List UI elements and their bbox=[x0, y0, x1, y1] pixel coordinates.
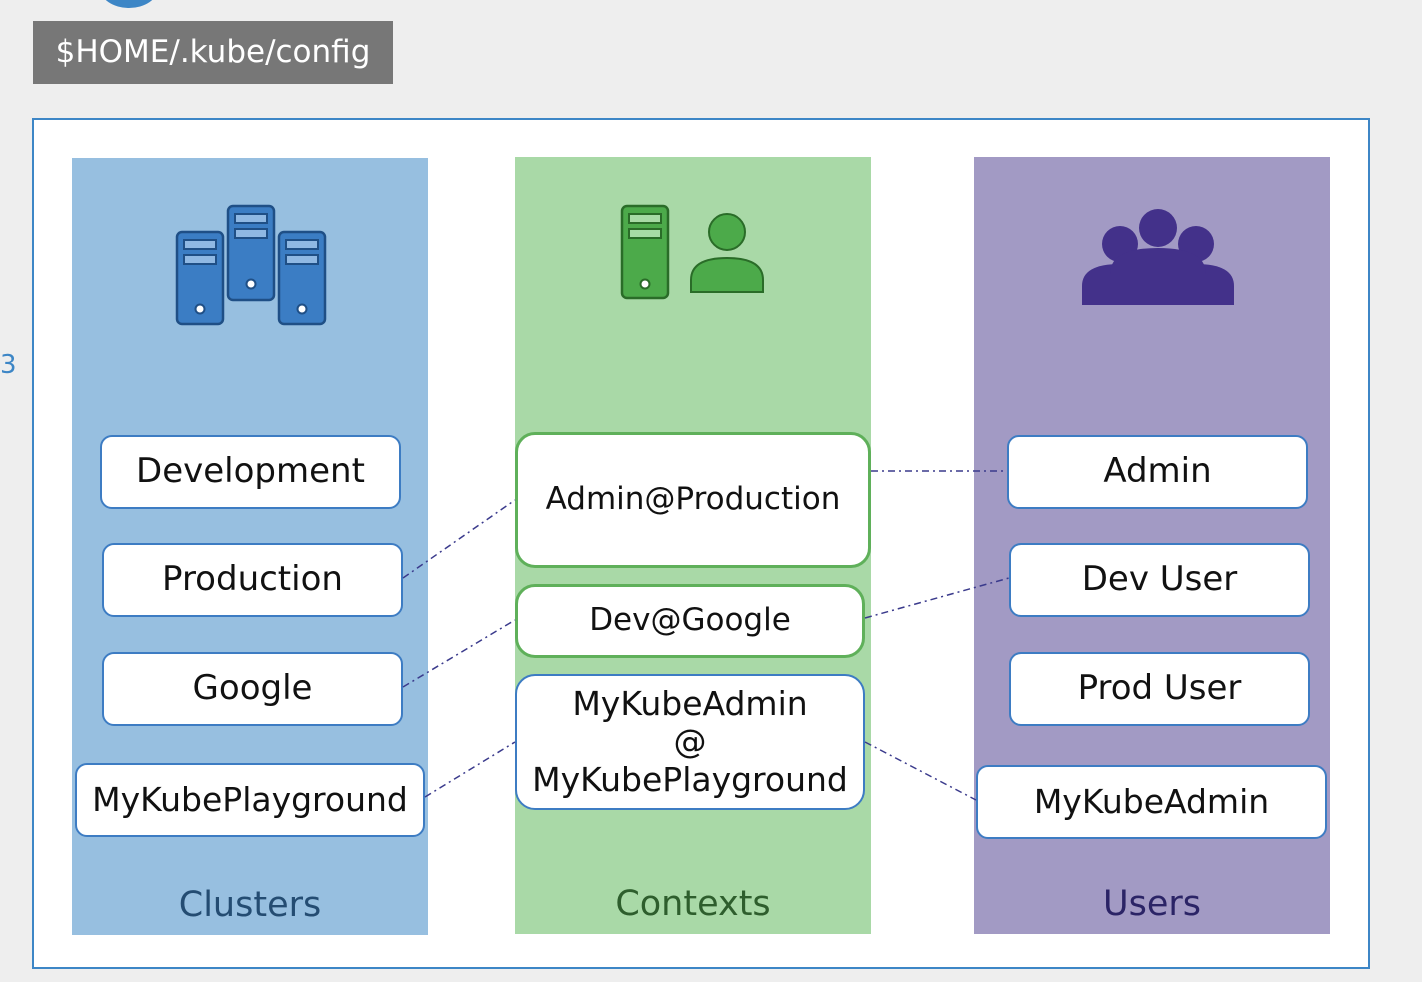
side-number: 3 bbox=[0, 350, 17, 380]
user-dev-user: Dev User bbox=[1009, 543, 1310, 617]
user-admin: Admin bbox=[1007, 435, 1308, 509]
cluster-development: Development bbox=[100, 435, 401, 509]
cluster-google: Google bbox=[102, 652, 403, 726]
contexts-title: Contexts bbox=[615, 884, 771, 924]
context-line-user: MyKubeAdmin bbox=[572, 683, 808, 723]
cluster-production: Production bbox=[102, 543, 403, 617]
context-mykubeadmin-mykubeplayground: MyKubeAdmin @ MyKubePlayground bbox=[515, 674, 865, 810]
clusters-title: Clusters bbox=[178, 885, 322, 925]
server-user-icon bbox=[620, 204, 764, 300]
cluster-mykubeplayground: MyKubePlayground bbox=[75, 763, 425, 837]
user-mykubeadmin: MyKubeAdmin bbox=[976, 765, 1327, 839]
user-prod-user: Prod User bbox=[1009, 652, 1310, 726]
context-line-at: @ bbox=[673, 721, 707, 761]
context-dev-google: Dev@Google bbox=[515, 584, 865, 658]
header-circle-icon bbox=[100, 0, 158, 8]
context-admin-production: Admin@Production bbox=[515, 432, 871, 568]
config-path-label: $HOME/.kube/config bbox=[33, 21, 393, 84]
users-title: Users bbox=[1102, 884, 1201, 924]
user-group-icon bbox=[1082, 209, 1234, 305]
server-cluster-icon bbox=[175, 204, 327, 326]
context-line-cluster: MyKubePlayground bbox=[532, 760, 848, 800]
